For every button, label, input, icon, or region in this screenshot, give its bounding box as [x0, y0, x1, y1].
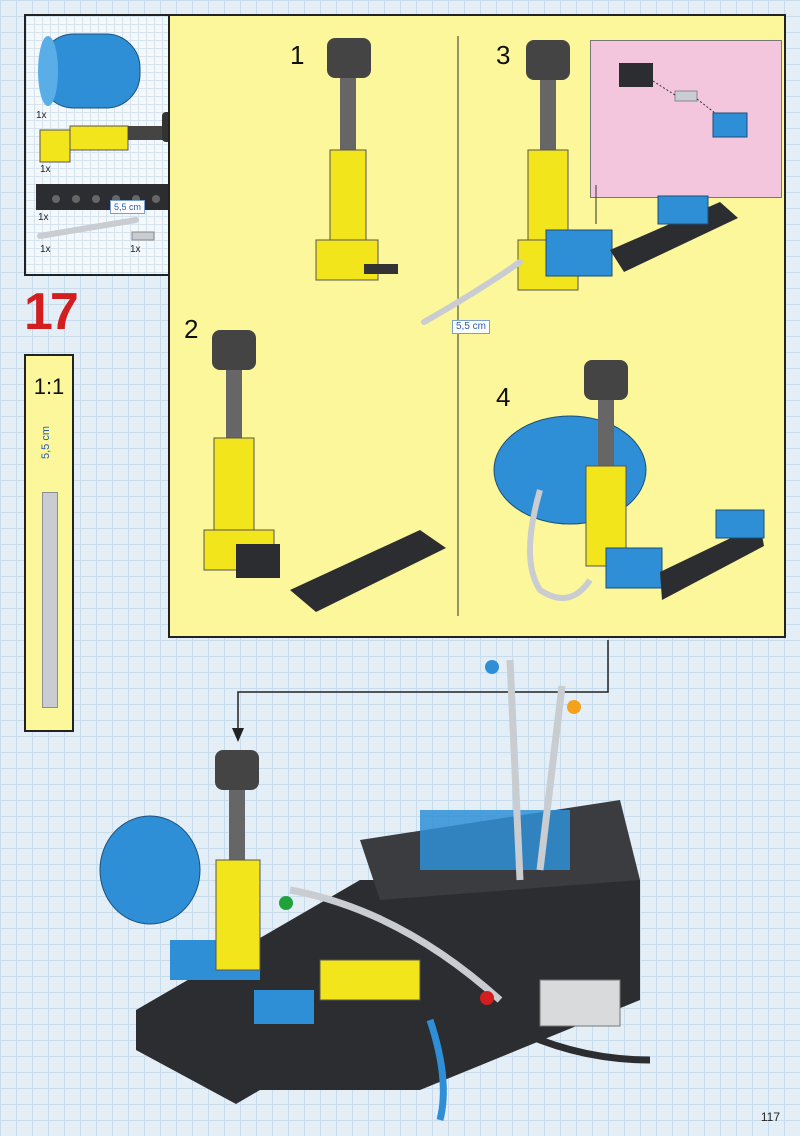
- part-qty-5: 1x: [38, 212, 49, 223]
- scale-ratio: 1:1: [33, 374, 65, 399]
- panel-notch: [168, 14, 254, 298]
- final-assembly-model: [99, 659, 651, 1121]
- substep-tube-length-tag: 5,5 cm: [452, 320, 491, 334]
- scale-length-label-wrap: 5,5 cm: [30, 426, 70, 486]
- substep-number-3: 3: [496, 40, 511, 70]
- connector-arrow: [237, 640, 609, 730]
- part-qty-3: 1x: [40, 164, 51, 175]
- substep-number-1: 1: [290, 40, 305, 70]
- callout-illustration: [619, 63, 748, 138]
- scale-tube: [42, 492, 58, 708]
- detail-callout-box: [590, 40, 782, 198]
- step-number: 17: [24, 283, 79, 341]
- connector-pin-icon: [131, 231, 155, 241]
- air-tank-icon: [38, 33, 141, 109]
- scale-reference-box: 1:1 5,5 cm: [24, 354, 74, 732]
- part-qty-7: 1x: [130, 244, 141, 255]
- scale-length-label: 5,5 cm: [40, 426, 52, 460]
- part-qty-6: 1x: [40, 244, 51, 255]
- part-qty-1: 1x: [36, 110, 47, 121]
- substep-number-4: 4: [496, 382, 511, 412]
- page-number: 117: [760, 1110, 780, 1124]
- parts-tube-length-tag: 5,5 cm: [110, 200, 146, 214]
- pneumatic-tube-icon: [37, 217, 139, 239]
- substep-number-2: 2: [184, 314, 199, 344]
